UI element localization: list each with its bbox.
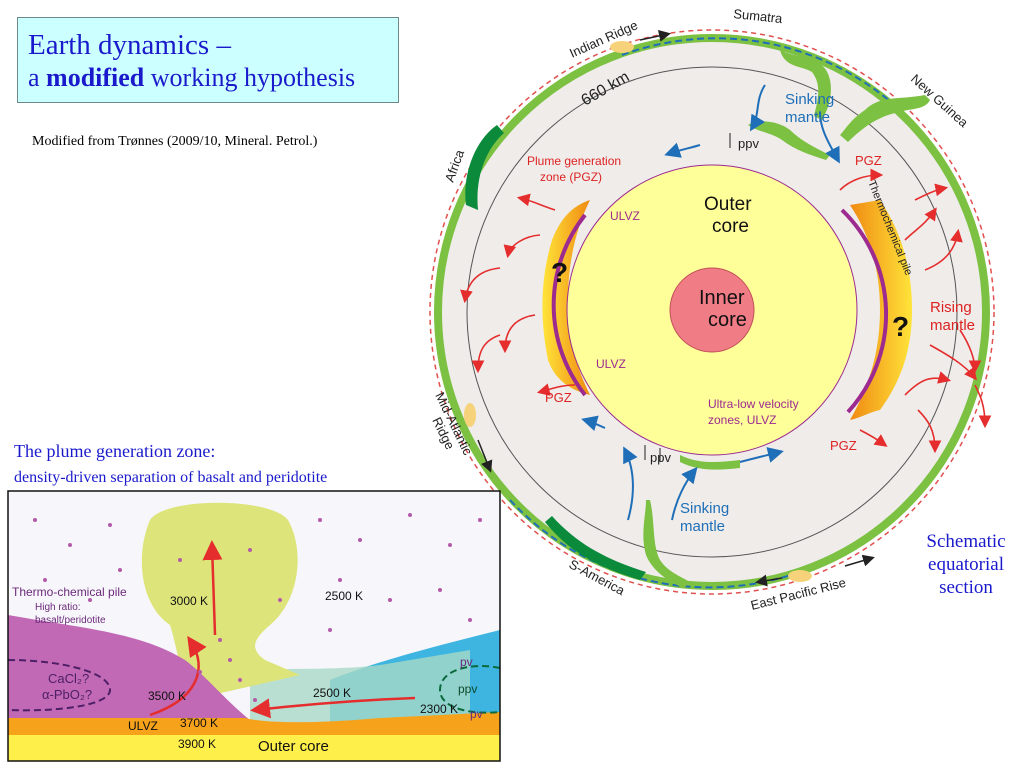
africa-continent bbox=[465, 125, 504, 210]
ulvz-full-label-2: zones, ULVZ bbox=[708, 413, 776, 427]
pgz-label-top-right: PGZ bbox=[855, 153, 882, 168]
sinking-arrow-4 bbox=[623, 446, 638, 521]
temp-2500-upper-label: 2500 K bbox=[325, 589, 363, 603]
inner-core-label-1: Inner bbox=[699, 287, 745, 309]
transition-region bbox=[250, 650, 470, 735]
ppv-phase-label: ppv bbox=[458, 682, 477, 696]
temp-3700-label: 3700 K bbox=[180, 716, 218, 730]
sinking-arrow-2 bbox=[819, 111, 840, 164]
pgz-subheading: density-driven separation of basalt and … bbox=[14, 469, 328, 486]
schematic-line-3: section bbox=[939, 577, 993, 598]
sumatra-label: Sumatra bbox=[733, 6, 784, 26]
schematic-line-1: Schematic bbox=[926, 531, 1006, 552]
plume-frame bbox=[7, 490, 501, 762]
pgz-full-label-2: zone (PGZ) bbox=[540, 170, 602, 184]
660-km-boundary bbox=[466, 66, 958, 558]
title-box: Earth dynamics – a modified working hypo… bbox=[17, 17, 399, 103]
title-bold-word: modified bbox=[46, 63, 145, 92]
schematic-line-2: equatorial bbox=[928, 554, 1004, 575]
ulvz-full-label-1: Ultra-low velocity bbox=[708, 397, 799, 411]
source-citation: Modified from Trønnes (2009/10, Mineral.… bbox=[32, 134, 318, 149]
pile-flow-arrow bbox=[149, 635, 207, 717]
temp-3000-label: 3000 K bbox=[170, 594, 208, 608]
ulvz-left bbox=[551, 213, 587, 397]
pv-label-upper: pv bbox=[460, 655, 473, 669]
ulvz-label-top: ULVZ bbox=[610, 209, 640, 223]
pile-label-2: High ratio: bbox=[35, 602, 81, 613]
cacl2-label: CaCl₂? bbox=[48, 671, 89, 686]
temp-2500-lower-label: 2500 K bbox=[313, 686, 351, 700]
sinking-arrow-7 bbox=[581, 415, 606, 431]
title-prefix: a bbox=[28, 63, 47, 92]
sinking-mantle-bottom-1: Sinking bbox=[680, 500, 729, 517]
schematic-caption: Schematic equatorial section bbox=[913, 530, 1019, 599]
ppv-label-top: ppv bbox=[738, 136, 759, 151]
sinking-mantle-top-2: mantle bbox=[785, 109, 830, 126]
slab-sumatra bbox=[780, 50, 831, 120]
ppv-boundary bbox=[438, 665, 500, 714]
thermo-chemical-pile bbox=[8, 615, 250, 720]
question-mark-right: ? bbox=[892, 311, 909, 342]
sinking-mantle-top-1: Sinking bbox=[785, 91, 834, 108]
rising-mantle-2: mantle bbox=[930, 317, 975, 334]
indian-ridge-marker bbox=[610, 41, 634, 53]
plate-motion-arrows bbox=[477, 30, 875, 587]
pile-label-3: basalt/peridotite bbox=[35, 615, 106, 626]
basalt-shards bbox=[33, 513, 482, 702]
pgz-label-left: PGZ bbox=[545, 390, 572, 405]
plume-head bbox=[141, 502, 300, 700]
ulvz-layer-label: ULVZ bbox=[128, 719, 158, 733]
sinking-arrow-1 bbox=[749, 84, 766, 132]
ulvz-right bbox=[840, 208, 889, 414]
east-pacific-rise-marker bbox=[788, 570, 812, 582]
temp-3900-label: 3900 K bbox=[178, 737, 216, 751]
temp-2300-label: 2300 K bbox=[420, 702, 458, 716]
thermochemical-pile-right bbox=[850, 200, 912, 420]
plume-rise-arrow bbox=[202, 540, 223, 636]
slab-s-america bbox=[643, 500, 690, 588]
mid-atlantic-ridge-marker bbox=[464, 403, 476, 427]
pgz-full-label-1: Plume generation bbox=[527, 154, 621, 168]
ulvz-layer bbox=[8, 712, 500, 740]
basal-flow-arrow bbox=[250, 696, 416, 719]
cacl2-boundary bbox=[8, 659, 112, 712]
sinking-mantle-bottom-2: mantle bbox=[680, 518, 725, 535]
pgz-heading: The plume generation zone: bbox=[14, 441, 216, 461]
title-line2: a modified working hypothesis bbox=[28, 62, 398, 94]
pbo2-label: α-PbO₂? bbox=[42, 687, 92, 702]
sinking-arrow-5 bbox=[671, 466, 698, 521]
question-mark-left: ? bbox=[551, 257, 568, 288]
inner-core bbox=[669, 267, 755, 353]
pile-label-1: Thermo-chemical pile bbox=[12, 585, 127, 599]
ulvz-label-bottom: ULVZ bbox=[596, 357, 626, 371]
plate-boundary-north bbox=[621, 37, 901, 111]
ppv-label-bottom: ppv bbox=[650, 450, 671, 465]
rising-mantle-1: Rising bbox=[930, 299, 972, 316]
sinking-arrow-6 bbox=[739, 447, 784, 463]
sinking-arrow-3 bbox=[664, 142, 701, 158]
pv-label-lower: pv bbox=[470, 707, 483, 721]
outer-core-label-2: core bbox=[712, 216, 749, 237]
thermochemical-pile-left bbox=[542, 200, 590, 395]
title-suffix: working hypothesis bbox=[144, 63, 356, 92]
inner-core-label-2: core bbox=[708, 309, 747, 331]
rising-arrows bbox=[460, 168, 992, 454]
outer-core-label-1: Outer bbox=[704, 194, 752, 215]
s-america-continent bbox=[545, 516, 646, 580]
slab-bottom-ppv bbox=[680, 455, 740, 470]
temp-3500-label: 3500 K bbox=[148, 689, 186, 703]
outer-core-layer bbox=[8, 735, 500, 761]
slab-top-ppv bbox=[748, 121, 830, 160]
plate-boundary-south bbox=[509, 499, 801, 589]
slab-new-guinea bbox=[840, 95, 930, 142]
pgz-label-bottom-right: PGZ bbox=[830, 438, 857, 453]
ppv-markers bbox=[644, 133, 731, 462]
title-line1: Earth dynamics – bbox=[28, 29, 231, 61]
plate-outline bbox=[429, 29, 995, 595]
outer-core-layer-label: Outer core bbox=[258, 738, 329, 755]
